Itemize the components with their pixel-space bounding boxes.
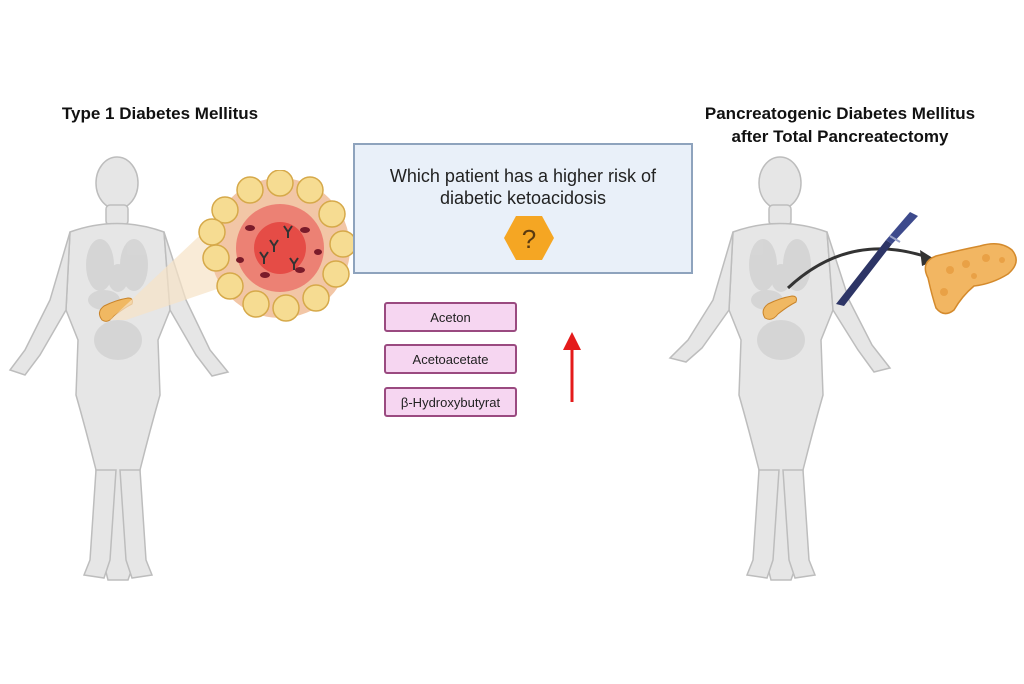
ketone-aceton: Aceton bbox=[384, 302, 517, 332]
pancreatectomy-illustration bbox=[786, 212, 1017, 315]
question-box: Which patient has a higher risk of diabe… bbox=[353, 143, 693, 274]
human-body-left-icon bbox=[8, 156, 230, 581]
human-body-right-icon bbox=[668, 156, 892, 581]
ketone-acetoacetate: Acetoacetate bbox=[384, 344, 517, 374]
left-panel-title: Type 1 Diabetes Mellitus bbox=[61, 104, 259, 123]
islet-inflammation-icon bbox=[110, 170, 357, 322]
right-panel-title: Pancreatogenic Diabetes Mellitus after T… bbox=[704, 104, 976, 146]
scalpel-icon bbox=[836, 212, 918, 306]
question-hexagon-icon: ? bbox=[504, 216, 554, 260]
question-symbol: ? bbox=[522, 224, 536, 254]
pancreas-icon bbox=[762, 295, 797, 320]
ketone-hydroxybutyrate: β-Hydroxybutyrat bbox=[384, 387, 517, 417]
removed-pancreas-icon bbox=[924, 243, 1017, 315]
up-arrow-icon bbox=[563, 332, 581, 402]
question-text: Which patient has a higher risk of diabe… bbox=[389, 166, 657, 208]
